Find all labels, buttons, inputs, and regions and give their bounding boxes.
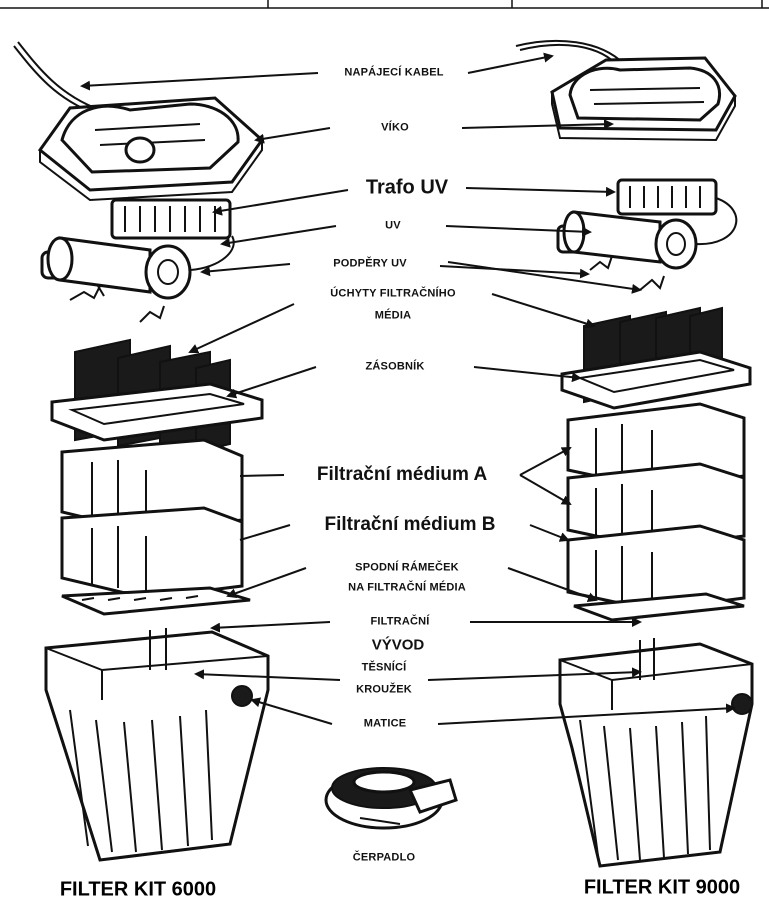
label-outlet-line1: FILTRAČNÍ — [370, 615, 430, 628]
label-bottom-frame-line1: SPODNÍ RÁMEČEK — [355, 561, 459, 574]
table-border — [0, 0, 769, 9]
left-filter-media-b — [60, 506, 244, 600]
label-filter-media-a: Filtrační médium A — [316, 464, 488, 486]
label-media-holders-line2: MÉDIA — [374, 309, 412, 322]
right-uv-supports — [589, 255, 665, 291]
label-bottom-frame-line2: NA FILTRAČNÍ MÉDIA — [348, 581, 466, 594]
right-uv-transformer — [616, 178, 718, 216]
left-lid — [37, 96, 265, 202]
label-uv: UV — [385, 219, 401, 232]
left-uv-supports — [69, 285, 165, 323]
label-pump: ČERPADLO — [352, 851, 416, 864]
right-tray — [560, 350, 752, 410]
left-bottom-frame — [61, 586, 251, 616]
left-base-tank — [44, 628, 270, 862]
right-base-tank — [558, 638, 754, 868]
left-uv-lamp — [40, 235, 235, 300]
label-outlet-line2: VÝVOD — [371, 636, 425, 654]
label-seal-line1: TĚSNÍCÍ — [361, 661, 407, 674]
right-uv-lamp — [556, 197, 738, 270]
caption-filter-kit-6000: FILTER KIT 6000 — [59, 878, 217, 901]
label-nut: MATICE — [363, 717, 407, 730]
left-power-cable — [13, 41, 101, 115]
label-lid: VÍKO — [381, 121, 409, 134]
label-seal-line2: KROUŽEK — [356, 683, 412, 696]
caption-filter-kit-9000: FILTER KIT 9000 — [583, 876, 741, 899]
label-tray: ZÁSOBNÍK — [365, 360, 425, 373]
label-uv-transformer: Trafo UV — [365, 176, 449, 199]
right-filter-media-stack — [566, 402, 746, 612]
right-lid — [550, 56, 737, 142]
label-filter-media-b: Filtrační médium B — [324, 514, 496, 536]
right-bottom-frame — [573, 592, 745, 622]
label-uv-supports: PODPĚRY UV — [333, 257, 407, 270]
label-power-cable: NAPÁJECÍ KABEL — [344, 66, 444, 79]
label-media-holders-line1: ÚCHYTY FILTRAČNÍHO — [330, 287, 456, 300]
pump-drawing — [324, 767, 458, 830]
left-tray — [50, 382, 264, 442]
left-uv-transformer — [110, 198, 232, 240]
leader-lines — [80, 52, 736, 725]
